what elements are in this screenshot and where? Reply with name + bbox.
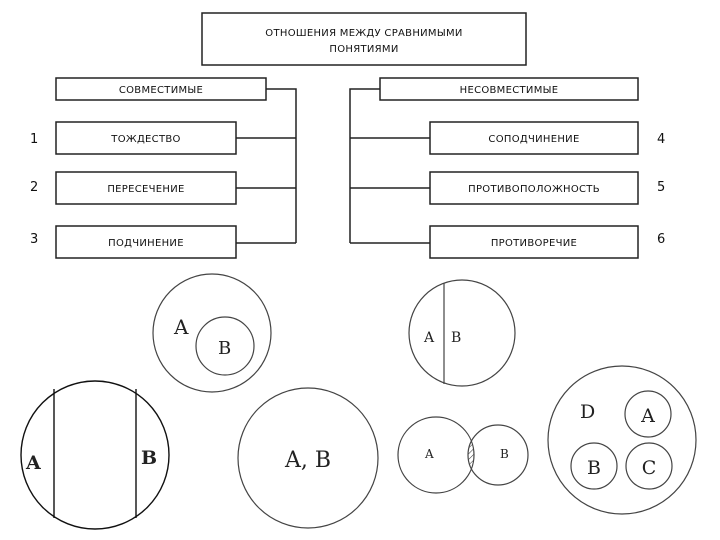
coordination-b-label: B [587,457,601,479]
contradiction-left-label: A [423,330,435,346]
item-number: 5 [657,180,665,195]
coordination-a-label: A [640,405,655,427]
subordination-outer-label: A [173,315,189,339]
incompatible-item-6: ПРОТИВОРЕЧИЕ 6 [429,225,665,259]
compatible-header: СОВМЕСТИМЫЕ [119,85,203,96]
opposition-right-label: B [141,447,157,469]
inner-circle [195,316,255,376]
intersection-right-label: B [500,447,509,461]
title-box: ОТНОШЕНИЯ МЕЖДУ СРАВНИМЫМИ ПОНЯТИЯМИ [201,12,527,66]
incompatible-connectors [349,88,430,244]
opposition-left-label: A [25,452,41,474]
incompatible-item-4: СОПОДЧИНЕНИЕ 4 [429,121,665,155]
item-label: СОПОДЧИНЕНИЕ [488,134,579,145]
subordination-diagram [152,273,272,393]
left-circle [397,416,475,494]
compatible-header-box: СОВМЕСТИМЫЕ [55,77,267,101]
incompatible-header: НЕСОВМЕСТИМЫЕ [460,85,559,96]
title-line-1: ОТНОШЕНИЯ МЕЖДУ СРАВНИМЫМИ [265,28,462,39]
circle-b [570,442,618,490]
opposition-diagram [20,380,170,530]
coordination-c-label: C [642,457,657,479]
item-label: ПРОТИВОПОЛОЖНОСТЬ [468,184,600,195]
item-number: 6 [657,232,665,247]
incompatible-header-box: НЕСОВМЕСТИМЫЕ [379,77,639,101]
item-number: 3 [30,232,38,247]
contradiction-diagram [408,279,516,387]
outer-circle [20,380,170,530]
outer-circle [237,387,379,529]
right-circle [467,424,529,486]
compatible-item-3: 3 ПОДЧИНЕНИЕ [30,225,237,259]
item-number: 4 [657,132,665,147]
coordination-diagram [547,365,697,515]
outer-circle [408,279,516,387]
title-line-2: ПОНЯТИЯМИ [329,44,398,55]
item-number: 1 [30,132,38,147]
subordination-inner-label: B [218,338,231,359]
item-number: 2 [30,180,38,195]
circle-c [625,442,673,490]
identity-label: A, B [284,448,331,473]
incompatible-item-5: ПРОТИВОПОЛОЖНОСТЬ 5 [429,171,665,205]
item-label: ПЕРЕСЕЧЕНИЕ [107,184,184,195]
compatible-connectors [236,88,297,244]
outer-circle [547,365,697,515]
compatible-item-1: 1 ТОЖДЕСТВО [30,121,237,155]
intersection-diagram [397,416,529,494]
circle-a [624,390,672,438]
coordination-outer-label: D [580,401,595,423]
outer-circle [152,273,272,393]
contradiction-right-label: B [451,330,461,346]
item-label: ТОЖДЕСТВО [110,134,180,145]
item-label: ПРОТИВОРЕЧИЕ [491,238,577,249]
compatible-item-2: 2 ПЕРЕСЕЧЕНИЕ [30,171,237,205]
intersection-left-label: A [424,447,434,461]
identity-diagram [237,387,379,529]
item-label: ПОДЧИНЕНИЕ [108,238,184,249]
